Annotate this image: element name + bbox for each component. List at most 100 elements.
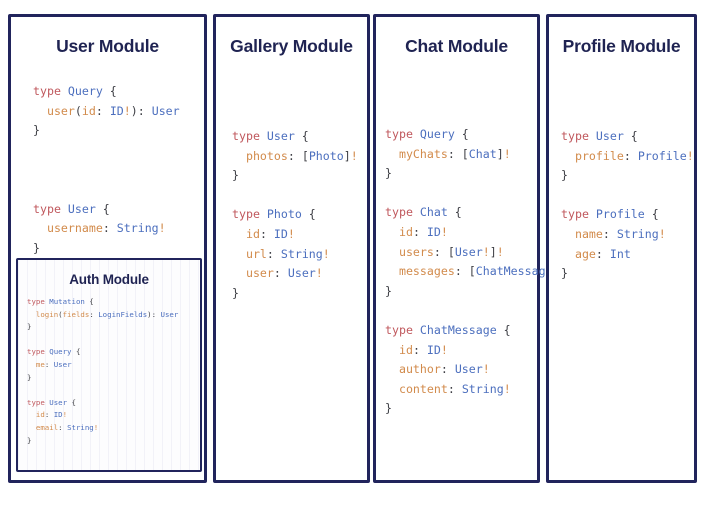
code-token: Mutation [49,297,85,306]
code-line: type Profile { [561,205,694,225]
code-token: ! [686,148,694,163]
code-token: user [46,103,75,118]
panel-title-auth-module: Auth Module [69,272,149,287]
panel-title-user-module: User Module [56,36,159,56]
code-token: ! [123,103,131,118]
code-token: Photo [308,148,344,163]
code-token: ! [350,148,358,163]
code-token: type [27,397,50,407]
code-token [27,410,36,419]
code-token: } [27,435,32,445]
code-token: : [440,362,455,377]
code-token: : [412,224,427,239]
code-token: ! [482,244,490,259]
code-token: ID [53,410,63,420]
code-token [33,221,47,235]
code-token: : [447,381,462,396]
code-line: } [232,166,358,186]
code-token: : [95,103,110,118]
code-line: myChats: [Chat]! [385,145,567,165]
code-token: profile [574,148,624,163]
code-token: ID [109,103,124,118]
code-line: type Query { [27,346,178,359]
code-token: name [574,226,603,241]
code-token: { [454,127,469,141]
code-token: { [496,322,511,337]
code-line: } [27,372,178,385]
code-line: type Query { [385,125,567,145]
code-token: users [398,244,434,259]
code-token: ! [322,246,330,261]
code-token: { [301,207,316,222]
code-token: { [447,205,462,220]
code-line: type User { [561,127,694,147]
panel-chat-module[interactable]: Chat Module type Query { myChats: [Chat]… [373,14,567,483]
code-token: ID [426,342,441,357]
code-token: } [561,168,568,183]
code-token: } [385,401,392,416]
code-line: } [33,121,180,141]
code-token: id [35,410,45,420]
code-line: type User { [27,397,178,410]
code-token [561,227,575,241]
code-line [27,384,178,397]
code-token: type [561,207,596,222]
code-line: id: ID! [385,341,567,361]
panel-gallery-module[interactable]: Gallery Module type User { photos: [Phot… [213,14,370,483]
code-token: { [623,129,638,143]
code-token: id [81,103,96,118]
code-token: ! [315,266,323,281]
panel-title-chat-module: Chat Module [405,36,508,56]
code-line: me: User [27,359,178,372]
panel-profile-module[interactable]: Profile Module type User { profile: Prof… [546,14,697,483]
code-token: : [412,342,427,357]
code-token: User [49,397,68,407]
code-line: type ChatMessage { [385,321,567,341]
code-token [385,382,399,396]
code-block-gallery-module: type User { photos: [Photo]!} type Photo… [232,127,358,303]
code-token: : [ [287,148,309,163]
code-line [33,141,180,161]
code-token: : [273,266,288,281]
code-token: : [602,226,617,241]
code-token: user [245,266,274,281]
code-token: ! [287,226,295,241]
code-token: Query [419,127,455,141]
code-token: } [33,123,40,138]
code-block-user-module: type Query { user(id: ID!): User} type U… [33,82,180,258]
code-token: User [287,266,316,281]
code-token: type [27,297,50,306]
code-line: } [561,166,694,186]
code-token: Photo [266,207,302,222]
code-token: } [232,168,239,183]
code-token [232,266,246,280]
panel-auth-module[interactable]: Auth Module type Mutation { login(fields… [16,258,202,472]
code-token: : [ [447,146,469,161]
code-token: age [574,246,596,261]
code-token: type [232,207,267,222]
code-token: Int [609,246,631,261]
code-line [385,301,567,321]
code-token: ( [58,309,63,319]
code-line: username: String! [33,219,180,239]
code-token: String [461,381,504,396]
code-token: type [385,205,420,220]
code-token: Query [67,84,103,98]
code-line: url: String! [232,245,358,265]
code-line [232,186,358,206]
code-line: type Chat { [385,203,567,223]
code-token: id [398,342,413,357]
code-line: type Photo { [232,205,358,225]
code-token: User [454,244,483,259]
code-token [561,247,575,261]
code-token: User [454,362,483,377]
code-token: login [35,309,59,319]
panel-user-module[interactable]: User Module type Query { user(id: ID!): … [8,14,207,483]
code-token: ] [343,148,351,163]
code-token [561,149,575,163]
code-token [385,343,399,357]
code-token: Chat [468,146,497,161]
code-token: { [67,397,76,407]
code-line: type User { [33,200,180,220]
code-token: } [27,322,32,332]
